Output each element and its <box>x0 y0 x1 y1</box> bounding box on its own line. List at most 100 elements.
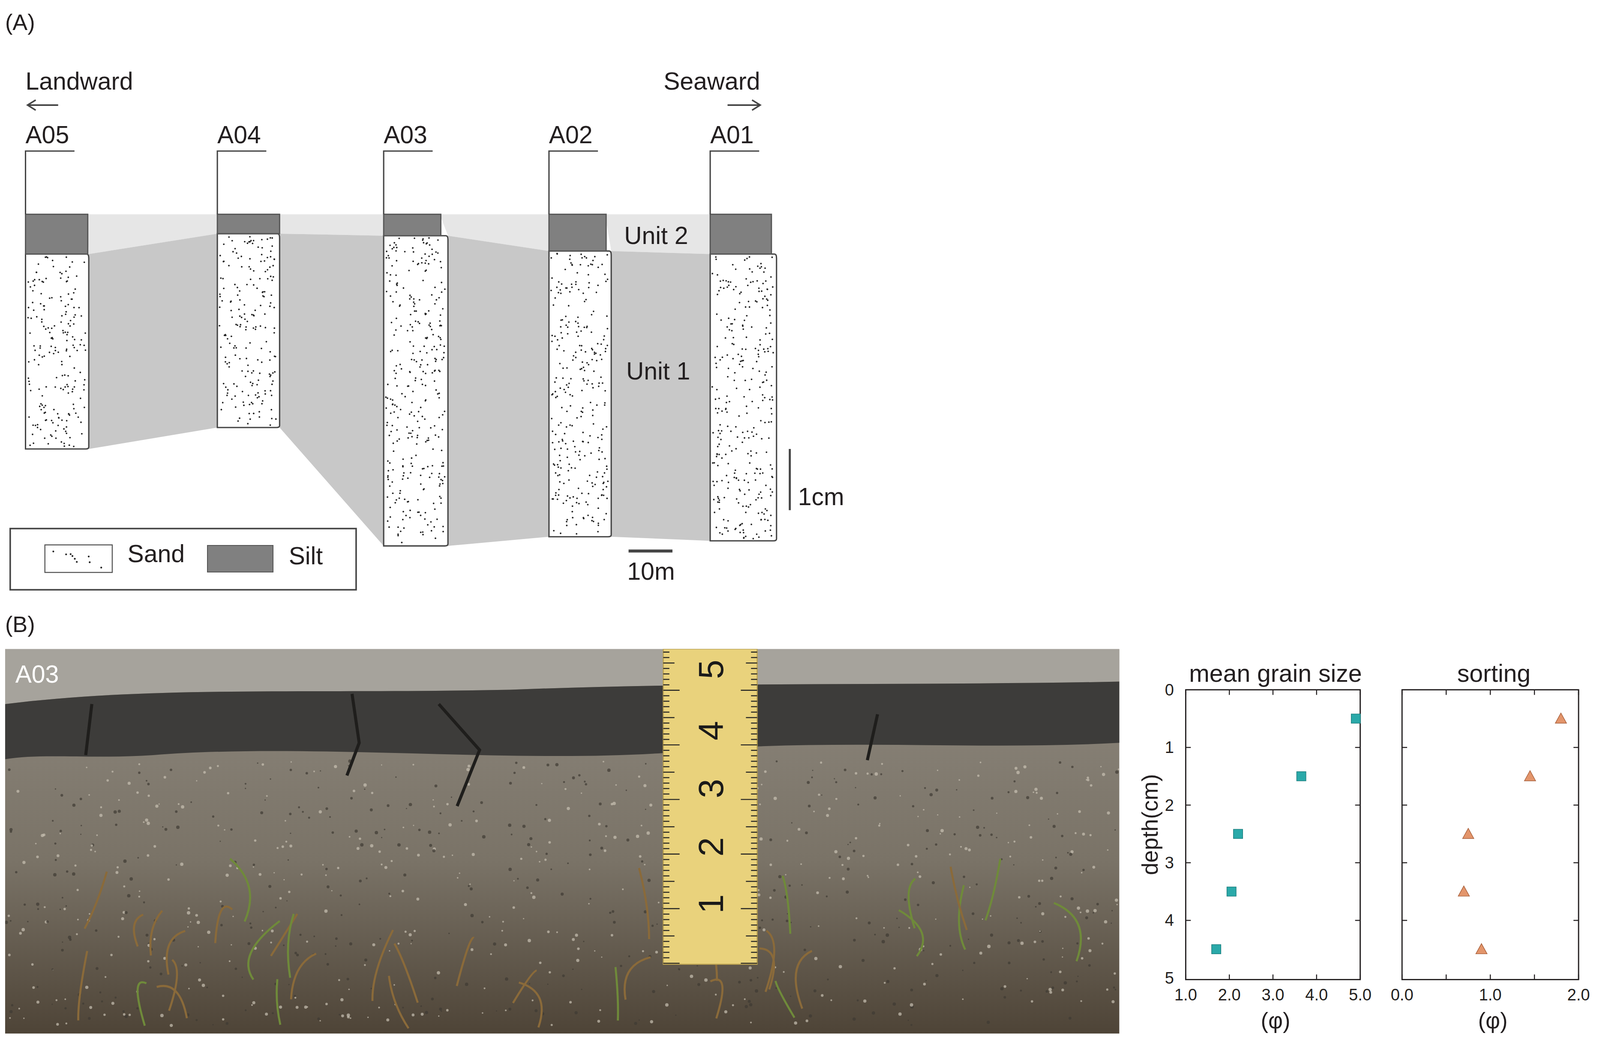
sand-grain <box>566 806 571 811</box>
sand-dot <box>762 399 764 402</box>
sand-grain <box>90 848 93 851</box>
sand-dot <box>571 286 574 289</box>
sand-dot <box>759 472 761 475</box>
sand-grain <box>59 908 61 910</box>
sand-dot <box>249 268 252 271</box>
sand-dot <box>38 354 41 356</box>
sand-grain <box>995 836 998 838</box>
sand-dot <box>243 404 245 406</box>
sand-dot <box>233 346 235 349</box>
sand-dot <box>577 316 580 319</box>
sand-grain <box>522 824 526 828</box>
sand-grain <box>136 791 139 794</box>
sand-grain <box>1089 833 1092 836</box>
sand-grain <box>225 873 229 877</box>
sand-dot <box>420 261 423 264</box>
sand-dot <box>430 520 433 523</box>
sand-dot <box>569 496 571 499</box>
sand-dot <box>402 474 405 477</box>
sand-dot <box>394 377 397 380</box>
sand-dot <box>758 370 761 373</box>
sand-dot <box>434 360 437 363</box>
sand-dot <box>557 291 560 294</box>
sand-dot <box>438 416 441 419</box>
sand-dot <box>65 256 68 259</box>
sand-dot <box>764 374 766 376</box>
sand-dot <box>272 264 274 267</box>
sand-dot <box>65 426 68 428</box>
sand-dot <box>256 383 259 386</box>
sand-dot <box>727 462 730 465</box>
sand-dot <box>713 484 715 487</box>
sand-dot <box>41 321 43 323</box>
sand-dot <box>32 424 34 427</box>
sand-dot <box>271 245 274 247</box>
sand-dot <box>725 526 728 529</box>
sand-grain <box>910 987 914 991</box>
sand-grain <box>369 807 373 811</box>
sand-dot <box>248 412 251 415</box>
sand-dot <box>406 385 409 388</box>
sand-grain <box>1110 921 1112 924</box>
sand-dot <box>411 401 413 404</box>
sand-grain <box>466 767 470 772</box>
sand-dot <box>604 457 607 460</box>
sand-grain <box>146 821 151 825</box>
sand-dot <box>559 387 562 389</box>
sand-grain <box>85 766 88 769</box>
sand-grain <box>609 911 612 914</box>
sand-dot <box>591 414 594 417</box>
sand-dot <box>752 367 754 370</box>
sand-dot <box>768 398 771 401</box>
sand-dot <box>257 246 259 248</box>
sand-dot <box>586 480 589 482</box>
sand-grain <box>100 805 103 808</box>
sand-grain <box>1068 1016 1072 1020</box>
sand-dot <box>580 415 583 418</box>
sand-dot <box>42 305 45 307</box>
sand-dot <box>580 330 583 332</box>
sand-dot <box>419 366 421 368</box>
sand-grain <box>515 761 518 764</box>
sand-dot <box>73 346 76 349</box>
sand-dot <box>759 386 761 388</box>
sand-dot <box>384 396 387 398</box>
sand-grain <box>910 862 914 865</box>
sand-dot <box>591 263 594 266</box>
sand-grain <box>1003 995 1006 999</box>
sand-dot <box>413 309 416 312</box>
sand-dot <box>257 379 260 382</box>
sand-dot <box>414 379 417 382</box>
sand-grain <box>916 903 920 906</box>
sand-dot <box>577 288 580 291</box>
sand-dot <box>720 429 723 432</box>
sand-dot <box>237 257 240 259</box>
sand-dot <box>57 424 60 427</box>
sand-dot <box>733 471 736 474</box>
sand-grain <box>656 922 658 925</box>
sand-dot <box>601 263 604 266</box>
sand-dot <box>571 510 574 513</box>
sand-dot <box>243 303 246 306</box>
sand-dot <box>266 268 269 271</box>
sand-dot <box>260 347 263 350</box>
sand-dot <box>420 514 422 517</box>
sand-grain <box>778 874 782 879</box>
sand-dot <box>550 257 553 259</box>
sand-dot <box>387 476 389 478</box>
sand-dot <box>397 525 400 528</box>
sand-grain <box>225 1021 229 1024</box>
sand-dot <box>605 425 608 428</box>
sand-dot <box>715 366 718 369</box>
sand-dot <box>396 429 398 431</box>
sand-dot <box>556 348 559 351</box>
sand-dot <box>600 376 602 379</box>
sand-dot <box>252 284 255 286</box>
sand-grain <box>786 839 789 842</box>
sand-dot <box>251 372 253 374</box>
sand-grain <box>7 914 11 917</box>
sand-grain <box>1086 776 1089 779</box>
sand-dot <box>396 384 398 387</box>
sand-dot <box>433 258 436 261</box>
sand-dot <box>572 440 575 442</box>
